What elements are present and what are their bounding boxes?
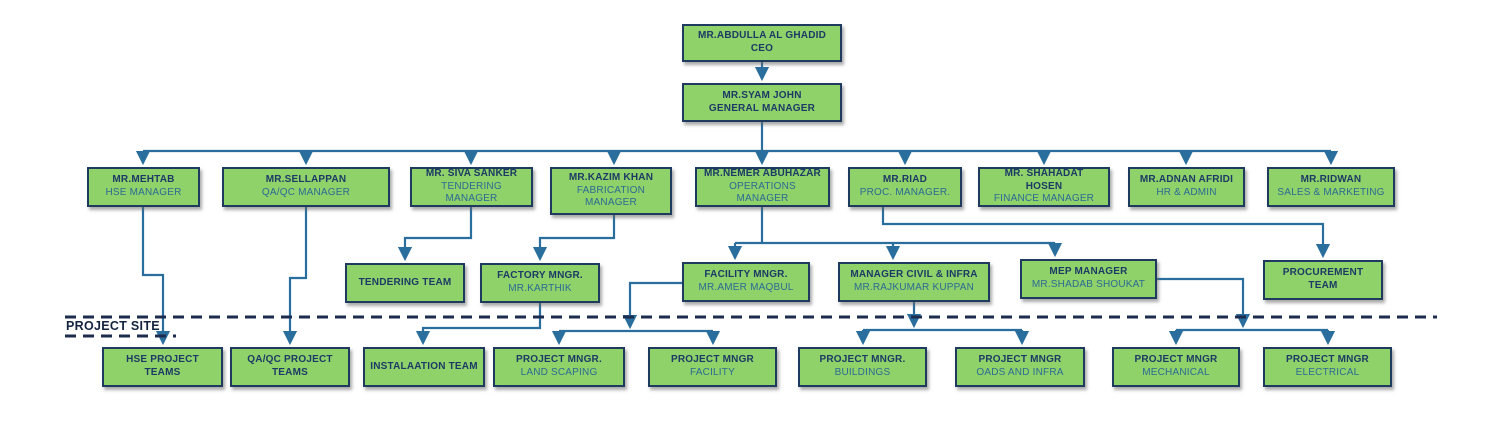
factory-manager-box: FACTORY MNGR.MR.KARTHIK bbox=[480, 263, 600, 303]
node-label: PROC. MANAGER. bbox=[859, 187, 951, 198]
connector bbox=[397, 207, 473, 262]
node-label: CEO bbox=[750, 43, 774, 54]
node-label: MR. SHAHADAT HOSEN bbox=[1004, 167, 1084, 192]
node-label: TEAM bbox=[1308, 280, 1338, 291]
node-label: FACILITY MNGR. bbox=[704, 269, 788, 281]
node-label: TENDERING MANAGER bbox=[441, 180, 502, 205]
hse-project-teams-box: HSE PROJECT TEAMS bbox=[102, 347, 223, 387]
node-label: MR.RIDWAN bbox=[1300, 174, 1362, 186]
node-label: MR.RIAD bbox=[882, 174, 928, 186]
node-label: TENDERING TEAM bbox=[358, 276, 452, 288]
pm-landscaping-box: PROJECT MNGR.LAND SCAPING bbox=[493, 347, 625, 387]
node-label: ELECTRICAL bbox=[1295, 367, 1360, 378]
node-label: MR.SELLAPPAN bbox=[265, 174, 347, 186]
node-label: PROCUREMENT bbox=[1282, 267, 1364, 279]
node-label: INSTALAATION TEAM bbox=[370, 360, 478, 372]
node-label: MEP MANAGER bbox=[1049, 266, 1128, 278]
node-label: FACTORY MNGR. bbox=[497, 270, 583, 282]
node-label: MR.AMER MAQBUL bbox=[698, 282, 794, 293]
node-label: MR.MEHTAB bbox=[112, 174, 175, 186]
connector bbox=[1157, 277, 1251, 329]
connector bbox=[881, 207, 1331, 259]
connector bbox=[141, 207, 171, 346]
node-label: OPERATIONS MANAGER bbox=[729, 180, 796, 205]
connector bbox=[622, 281, 682, 330]
node-label: GENERAL MANAGER bbox=[708, 102, 816, 114]
connector bbox=[532, 215, 616, 262]
node-label: PROJECT MNGR bbox=[1134, 354, 1218, 366]
node-label: MR.NEMER ABUHAZAR bbox=[704, 167, 821, 179]
pm-buildings-box: PROJECT MNGR.BUILDINGS bbox=[798, 347, 927, 387]
node-label: PROJECT MNGR. bbox=[516, 354, 602, 366]
node-label: HSE MANAGER bbox=[105, 187, 182, 198]
node-label: MR.SHADAB SHOUKAT bbox=[1031, 279, 1146, 290]
node-label: MR.KAZIM KHAN bbox=[568, 171, 654, 183]
node-label: MANAGER CIVIL & INFRA bbox=[850, 269, 978, 281]
node-label: FACILITY bbox=[690, 367, 735, 378]
node-label: LAND SCAPING bbox=[520, 367, 598, 378]
node-label: MR. SIVA SANKER bbox=[425, 167, 518, 179]
node-label: OADS AND INFRA bbox=[976, 367, 1064, 378]
node-label: MECHANICAL bbox=[1142, 367, 1210, 378]
node-label: SALES & MARKETING bbox=[1277, 187, 1385, 198]
node-label: FINANCE MANAGER bbox=[993, 193, 1095, 205]
node-label: PROJECT MNGR bbox=[1286, 354, 1369, 366]
node-label: FABRICATION MANAGER bbox=[576, 184, 646, 209]
instalaation-team-box: INSTALAATION TEAM bbox=[363, 347, 485, 387]
connector bbox=[282, 207, 308, 346]
node-label: MR.ADNAN AFRIDI bbox=[1139, 174, 1234, 186]
node-label: HR & ADMIN bbox=[1156, 187, 1217, 198]
node-label: QA/QC PROJECT bbox=[247, 354, 333, 366]
node-label: MR.SYAM JOHN bbox=[722, 89, 802, 101]
node-label: HSE PROJECT TEAMS bbox=[126, 354, 199, 378]
node-label: MR.ABDULLA AL GHADID bbox=[697, 30, 827, 42]
node-label: MR.RAJKUMAR KUPPAN bbox=[853, 282, 975, 293]
node-label: QA/QC MANAGER bbox=[261, 187, 351, 198]
node-label: TEAMS bbox=[272, 367, 308, 378]
node-label: BUILDINGS bbox=[834, 367, 891, 378]
tendering-team-box: TENDERING TEAM bbox=[345, 263, 465, 303]
project-site-label: PROJECT SITE bbox=[66, 319, 160, 333]
facility-manager-box: FACILITY MNGR.MR.AMER MAQBUL bbox=[682, 262, 810, 302]
node-label: PROJECT MNGR bbox=[671, 354, 754, 366]
node-label: PROJECT MNGR. bbox=[819, 354, 906, 366]
node-label: PROJECT MNGR bbox=[978, 354, 1062, 366]
node-label: MR.KARTHIK bbox=[508, 283, 572, 294]
